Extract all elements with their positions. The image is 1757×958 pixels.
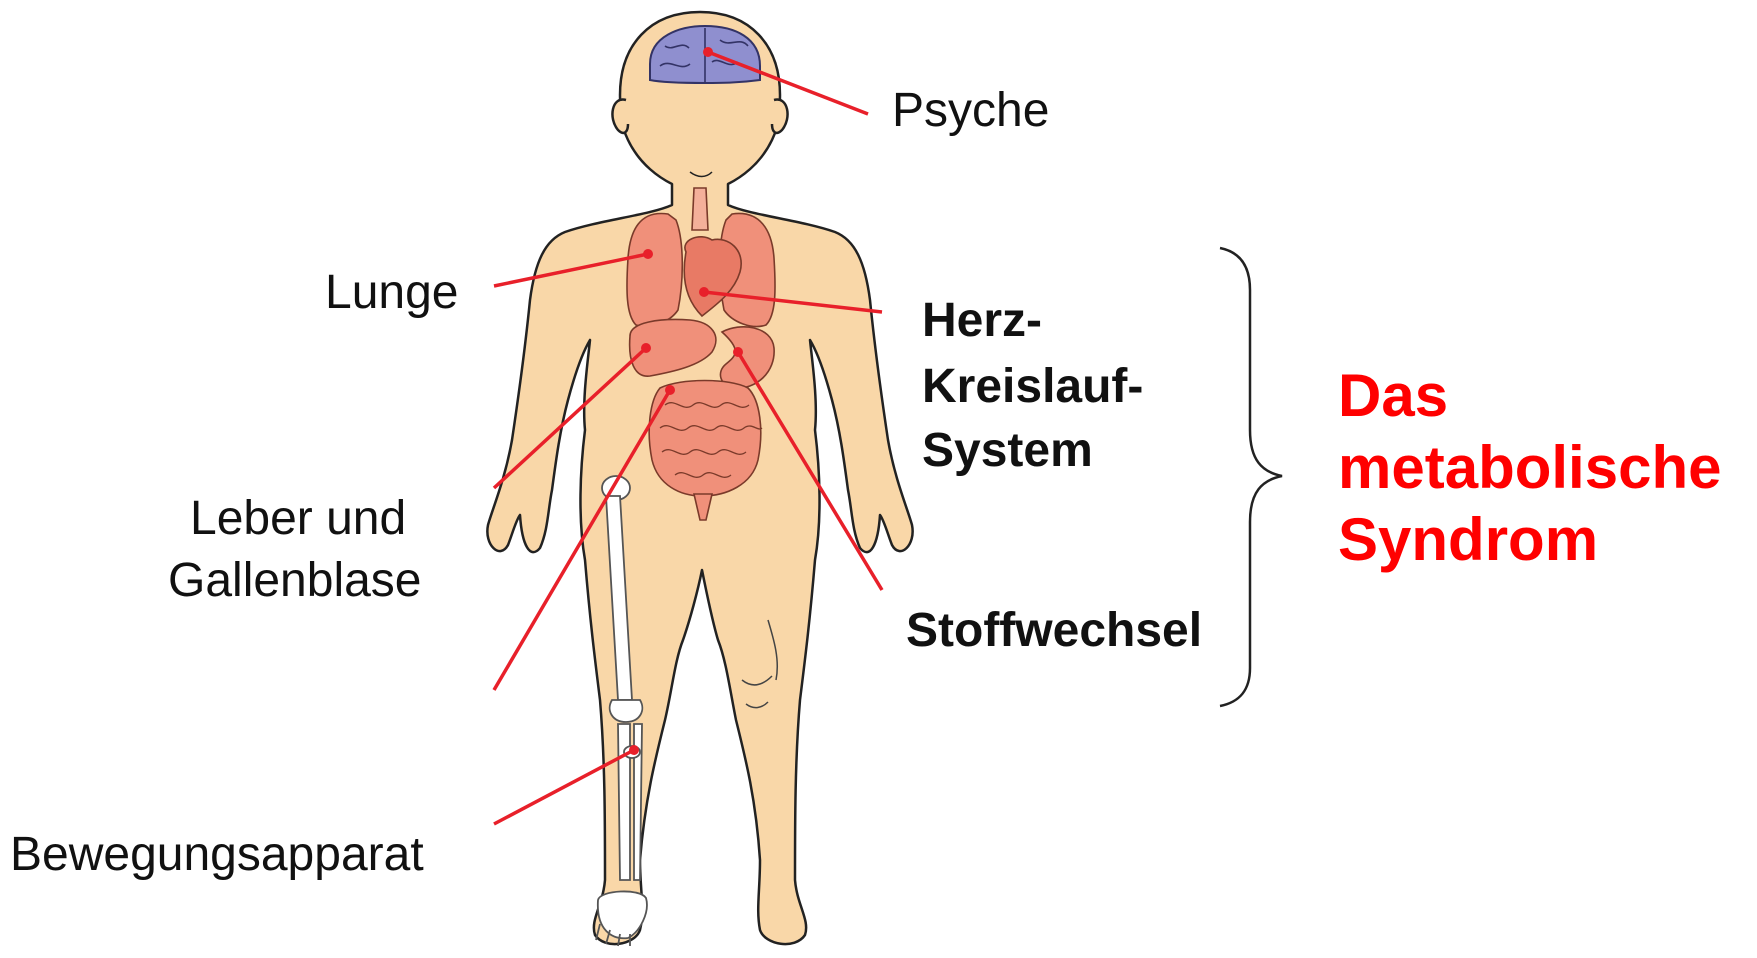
label-leber-line2: Gallenblase	[168, 550, 422, 612]
trachea	[692, 188, 708, 230]
label-leber-line1: Leber und	[190, 488, 406, 550]
label-bewegung: Bewegungsapparat	[10, 824, 424, 886]
syndrome-line1: Das	[1338, 360, 1721, 432]
curly-brace	[1220, 248, 1282, 706]
left-ear	[612, 100, 628, 133]
label-lunge: Lunge	[325, 262, 458, 324]
label-herz-line2: Kreislauf-	[922, 356, 1143, 418]
label-herz-line3: System	[922, 420, 1093, 482]
label-herz-line1: Herz-	[922, 290, 1042, 352]
label-psyche: Psyche	[892, 80, 1049, 142]
left-lung	[627, 213, 682, 326]
label-stoffwechsel: Stoffwechsel	[906, 600, 1202, 662]
syndrome-title: Das metabolische Syndrom	[1338, 360, 1721, 576]
syndrome-line3: Syndrom	[1338, 504, 1721, 576]
syndrome-line2: metabolische	[1338, 432, 1721, 504]
right-ear	[772, 100, 788, 133]
